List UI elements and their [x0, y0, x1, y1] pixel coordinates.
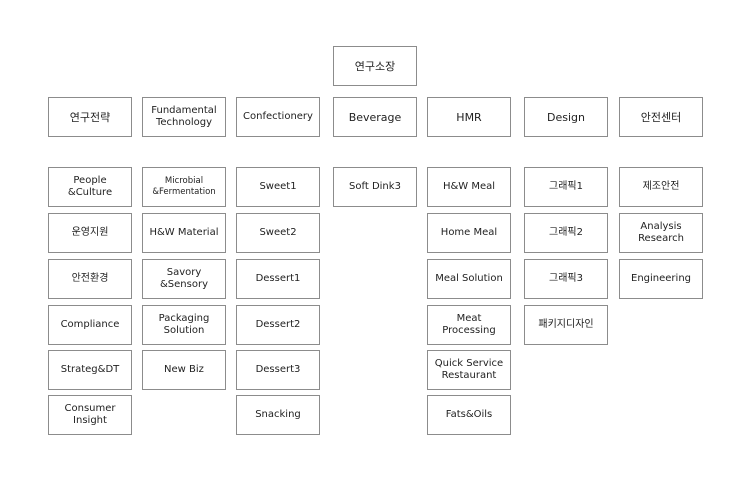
- node-operations-support: 운영지원: [48, 213, 132, 253]
- header-strategy: 연구전략: [48, 97, 132, 137]
- node-dessert3: Dessert3: [236, 350, 320, 390]
- node-snacking: Snacking: [236, 395, 320, 435]
- node-sweet2: Sweet2: [236, 213, 320, 253]
- node-fats-oils: Fats&Oils: [427, 395, 511, 435]
- header-fundamental-technology: Fundamental Technology: [142, 97, 226, 137]
- header-confectionery: Confectionery: [236, 97, 320, 137]
- node-graphic3: 그래픽3: [524, 259, 608, 299]
- node-engineering: Engineering: [619, 259, 703, 299]
- node-meal-solution: Meal Solution: [427, 259, 511, 299]
- header-design: Design: [524, 97, 608, 137]
- header-hmr: HMR: [427, 97, 511, 137]
- node-soft-drink3: Soft Dink3: [333, 167, 417, 207]
- node-package-design: 패키지디자인: [524, 305, 608, 345]
- node-hw-material: H&W Material: [142, 213, 226, 253]
- node-graphic1: 그래픽1: [524, 167, 608, 207]
- node-sweet1: Sweet1: [236, 167, 320, 207]
- root-node: 연구소장: [333, 46, 417, 86]
- node-savory-sensory: Savory &Sensory: [142, 259, 226, 299]
- node-hw-meal: H&W Meal: [427, 167, 511, 207]
- node-dessert1: Dessert1: [236, 259, 320, 299]
- node-consumer-insight: Consumer Insight: [48, 395, 132, 435]
- node-people-culture: People &Culture: [48, 167, 132, 207]
- node-compliance: Compliance: [48, 305, 132, 345]
- node-quick-service-restaurant: Quick Service Restaurant: [427, 350, 511, 390]
- header-beverage: Beverage: [333, 97, 417, 137]
- node-manufacturing-safety: 제조안전: [619, 167, 703, 207]
- header-safety-center: 안전센터: [619, 97, 703, 137]
- node-microbial-fermentation: Microbial &Fermentation: [142, 167, 226, 207]
- node-analysis-research: Analysis Research: [619, 213, 703, 253]
- node-safety-environment: 안전환경: [48, 259, 132, 299]
- node-packaging-solution: Packaging Solution: [142, 305, 226, 345]
- node-dessert2: Dessert2: [236, 305, 320, 345]
- node-strategy-dt: Strateg&DT: [48, 350, 132, 390]
- node-meat-processing: Meat Processing: [427, 305, 511, 345]
- node-graphic2: 그래픽2: [524, 213, 608, 253]
- node-new-biz: New Biz: [142, 350, 226, 390]
- node-home-meal: Home Meal: [427, 213, 511, 253]
